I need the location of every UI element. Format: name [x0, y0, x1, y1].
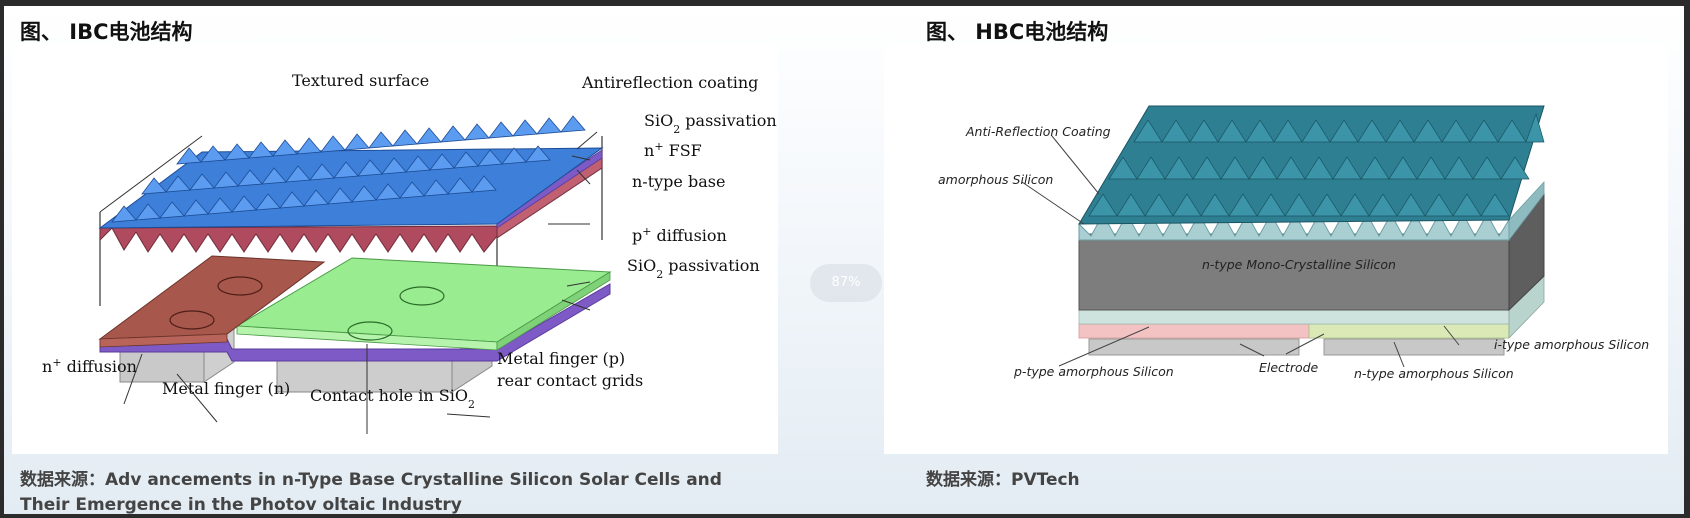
- label-electrode: Electrode: [1259, 360, 1319, 375]
- n-type-layer: [1308, 323, 1510, 339]
- zoom-indicator[interactable]: 87%: [810, 264, 882, 302]
- label-amorphous-silicon: amorphous Silicon: [938, 172, 1053, 187]
- p-type-layer: [1078, 323, 1310, 339]
- ibc-source: 数据来源：Adv ancements in n-Type Base Crysta…: [20, 468, 722, 518]
- p-diffusion-side: [496, 271, 611, 351]
- contact-hole-p-2: [347, 321, 393, 341]
- ibc-figure: Textured surface Antireflection coating …: [12, 44, 778, 454]
- hbc-figure: Anti-Reflection Coating amorphous Silico…: [884, 44, 1668, 454]
- i-type-layer: [1078, 309, 1510, 325]
- slide: 图、 IBC电池结构: [4, 6, 1684, 515]
- hbc-diagram: Anti-Reflection Coating amorphous Silico…: [938, 105, 1649, 381]
- label-i-type: i-type amorphous Silicon: [1494, 337, 1649, 352]
- hbc-source: 数据来源：PVTech: [926, 470, 1080, 490]
- label-contact-hole: Contact hole in SiO2: [310, 386, 475, 411]
- label-n-type: n-type amorphous Silicon: [1354, 366, 1514, 381]
- electrode-p: [1088, 338, 1300, 356]
- ibc-diagram: Textured surface Antireflection coating …: [42, 71, 777, 434]
- label-antireflection: Antireflection coating: [581, 73, 758, 92]
- label-fsf: n+ FSF: [644, 140, 702, 161]
- label-metal-finger-n: Metal finger (n): [162, 379, 290, 398]
- label-sio2-top: SiO2 passivation: [644, 111, 777, 136]
- amorphous-silicon-side: [1508, 180, 1545, 242]
- label-mono-silicon: n-type Mono-Crystalline Silicon: [1202, 257, 1396, 272]
- amorphous-silicon-layer: [1078, 212, 1510, 241]
- fsf-layer-front: [99, 225, 498, 253]
- mono-silicon-front: [1078, 233, 1510, 311]
- contact-hole-n-2: [169, 310, 215, 330]
- label-p-type: p-type amorphous Silicon: [1013, 364, 1174, 379]
- label-anti-reflection: Anti-Reflection Coating: [965, 124, 1111, 139]
- hbc-texture-pyramids: [1088, 112, 1545, 217]
- contact-hole-n-1: [217, 276, 263, 296]
- label-n-diffusion: n+ diffusion: [42, 356, 137, 377]
- base-outline-top: [99, 135, 203, 213]
- label-textured-surface: Textured surface: [292, 71, 429, 90]
- label-sio2-bottom: SiO2 passivation: [627, 256, 760, 281]
- label-p-diffusion: p+ diffusion: [632, 225, 727, 246]
- electrode-n: [1323, 338, 1505, 356]
- contact-hole-p-1: [399, 286, 445, 306]
- label-ntype-base: n-type base: [632, 172, 725, 191]
- ibc-source-line1: 数据来源：Adv ancements in n-Type Base Crysta…: [20, 470, 722, 490]
- hbc-title: 图、 HBC电池结构: [926, 20, 1109, 44]
- ibc-source-line2: Their Emergence in the Photov oltaic Ind…: [20, 495, 462, 515]
- label-metal-finger-p: Metal finger (p): [497, 349, 625, 368]
- ibc-leader-lines: [123, 131, 598, 434]
- ibc-title: 图、 IBC电池结构: [20, 20, 193, 44]
- label-rear-grids: rear contact grids: [497, 371, 643, 390]
- hbc-leader-lines: [1021, 135, 1460, 368]
- sio2-rear-passivation-layer: [99, 283, 611, 362]
- n-diffusion-front: [99, 333, 228, 348]
- texture-pyramids: [111, 115, 586, 223]
